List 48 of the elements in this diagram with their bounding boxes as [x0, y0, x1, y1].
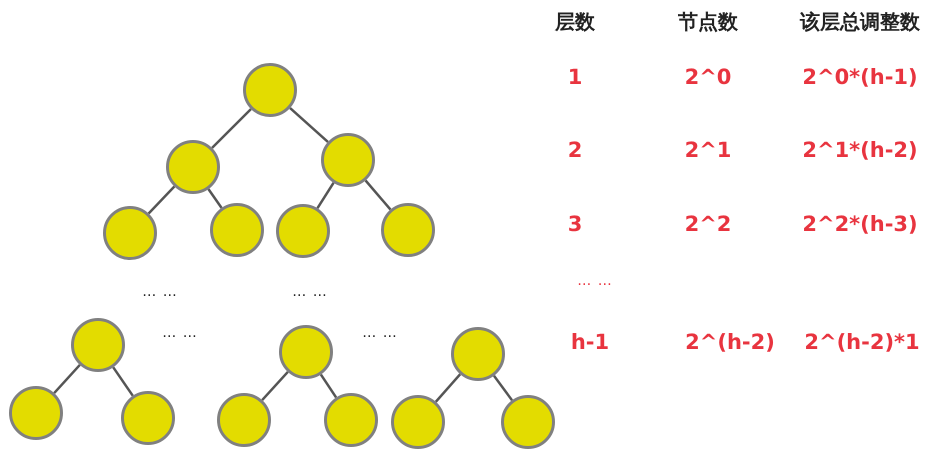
- tree-node-circle: [166, 140, 220, 194]
- tree-edge-line: [364, 180, 392, 210]
- tree-edge-line: [207, 188, 223, 209]
- table-value: 2^(h-2)*1: [804, 330, 920, 354]
- tree-edge-line: [320, 374, 338, 398]
- tree-node-circle: [71, 318, 125, 372]
- table-value: 2^1: [684, 138, 732, 162]
- tree-edge-line: [261, 371, 289, 401]
- table-value: 2^2: [684, 212, 732, 236]
- tree-node-circle: [217, 393, 271, 447]
- tree-node-circle: [276, 204, 330, 258]
- tree-node-circle: [321, 133, 375, 187]
- ellipsis-text: … …: [142, 284, 178, 300]
- tree-edge-line: [112, 366, 134, 396]
- column-header: 节点数: [678, 8, 738, 36]
- table-value: 2^0: [684, 65, 732, 89]
- tree-edge-line: [148, 186, 176, 214]
- tree-node-circle: [501, 395, 555, 449]
- tree-edge-line: [211, 108, 252, 149]
- ellipsis-text: … …: [292, 284, 328, 300]
- table-value: 2^(h-2): [685, 330, 775, 354]
- table-value: 2^0*(h-1): [802, 65, 918, 89]
- tree-edge-line: [492, 375, 514, 401]
- tree-node-circle: [381, 203, 435, 257]
- tree-edge-line: [316, 182, 335, 209]
- ellipsis-text: … …: [162, 325, 198, 341]
- table-value: 3: [568, 212, 582, 236]
- ellipsis-text: … …: [577, 273, 613, 289]
- tree-node-circle: [9, 386, 63, 440]
- tree-node-circle: [451, 327, 505, 381]
- column-header: 层数: [555, 8, 595, 36]
- tree-node-circle: [279, 325, 333, 379]
- tree-edge-line: [53, 364, 81, 394]
- table-value: h-1: [570, 330, 610, 354]
- tree-node-circle: [103, 206, 157, 260]
- tree-node-circle: [210, 203, 264, 257]
- tree-edge-line: [434, 373, 462, 403]
- column-header: 该层总调整数: [800, 8, 920, 36]
- table-value: 2^2*(h-3): [802, 212, 918, 236]
- table-value: 2^1*(h-2): [802, 138, 918, 162]
- table-value: 1: [568, 65, 582, 89]
- ellipsis-text: … …: [362, 325, 398, 341]
- tree-node-circle: [391, 395, 445, 449]
- tree-edge-line: [289, 107, 329, 143]
- tree-node-circle: [121, 391, 175, 445]
- tree-node-circle: [324, 393, 378, 447]
- table-value: 2: [568, 138, 582, 162]
- tree-node-circle: [243, 63, 297, 117]
